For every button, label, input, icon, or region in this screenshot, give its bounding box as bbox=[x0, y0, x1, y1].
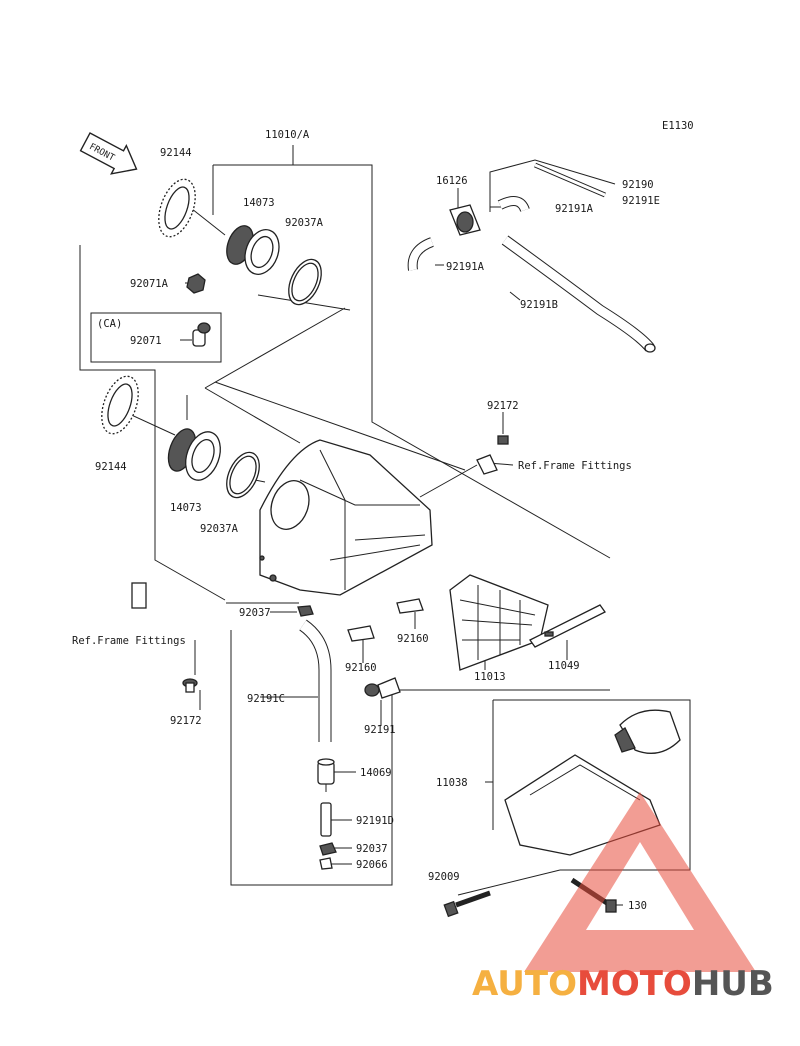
watermark-auto: AUTO bbox=[472, 964, 577, 1004]
ca-variant-box bbox=[90, 312, 222, 363]
label-11010A: 11010/A bbox=[265, 129, 310, 141]
label-92071A: 92071A bbox=[130, 278, 169, 290]
label-130: 130 bbox=[628, 900, 647, 912]
label-11013: 11013 bbox=[474, 671, 506, 683]
label-11038: 11038 bbox=[436, 777, 468, 789]
strip-11049 bbox=[529, 604, 606, 648]
pad-92160-a bbox=[347, 625, 375, 642]
label-92160-b: 92160 bbox=[397, 633, 429, 645]
element-11013 bbox=[449, 574, 549, 671]
watermark-hub: HUB bbox=[692, 964, 774, 1004]
label-92037: 92037 bbox=[239, 607, 271, 619]
label-92172-top: 92172 bbox=[487, 400, 519, 412]
label-92191C: 92191C bbox=[247, 693, 285, 705]
bolt-92009 bbox=[443, 890, 491, 918]
front-arrow-icon: FRONT bbox=[79, 132, 138, 175]
label-92191A-b: 92191A bbox=[446, 261, 485, 273]
clamp-92037A-mid bbox=[226, 451, 260, 499]
tube-92191C bbox=[299, 619, 332, 742]
label-92144-mid: 92144 bbox=[95, 461, 127, 473]
clamp-92037A-top bbox=[288, 258, 322, 306]
label-14073-top: 14073 bbox=[243, 197, 275, 209]
label-ref-frame-right: Ref.Frame Fittings bbox=[518, 460, 632, 472]
diagram-code: E1130 bbox=[662, 120, 694, 132]
spring-92144-mid bbox=[101, 375, 139, 435]
pad-92160-b bbox=[396, 598, 424, 614]
label-14069: 14069 bbox=[360, 767, 392, 779]
label-92172-bottom: 92172 bbox=[170, 715, 202, 727]
label-92066: 92066 bbox=[356, 859, 388, 871]
bolt-92172-bottom bbox=[182, 678, 198, 693]
leader-lines bbox=[79, 145, 691, 906]
label-16126: 16126 bbox=[436, 175, 468, 187]
label-ref-frame-left: Ref.Frame Fittings bbox=[72, 635, 186, 647]
watermark-logo: AUTOMOTOHUB bbox=[472, 792, 774, 1004]
label-92160-a: 92160 bbox=[345, 662, 377, 674]
label-92191B: 92191B bbox=[520, 299, 558, 311]
boot-14073-top bbox=[226, 225, 280, 275]
label-92144-top: 92144 bbox=[160, 147, 192, 159]
filter-14069 bbox=[317, 758, 335, 792]
label-92037A-mid: 92037A bbox=[200, 523, 239, 535]
label-ca: (CA) bbox=[97, 318, 122, 330]
label-92191E: 92191E bbox=[622, 195, 660, 207]
fitting-92071 bbox=[192, 322, 211, 347]
spring-92144-top bbox=[158, 178, 196, 238]
nut-92071A bbox=[186, 273, 206, 294]
clip-92037-b bbox=[319, 842, 337, 856]
label-92071: 92071 bbox=[130, 335, 162, 347]
boot-14073-mid bbox=[167, 428, 221, 481]
watermark-triangle-icon bbox=[524, 792, 756, 972]
clip-92037 bbox=[297, 605, 314, 617]
breather-hoses bbox=[407, 162, 656, 353]
clip-92066 bbox=[319, 857, 333, 870]
label-11049: 11049 bbox=[548, 660, 580, 672]
label-92190: 92190 bbox=[622, 179, 654, 191]
label-14073-mid: 14073 bbox=[170, 502, 202, 514]
label-92037-b: 92037 bbox=[356, 843, 388, 855]
label-92009: 92009 bbox=[428, 871, 460, 883]
frame-fitting-left bbox=[131, 582, 147, 609]
label-92191A-a: 92191A bbox=[555, 203, 594, 215]
bolt-92172-top bbox=[476, 435, 509, 475]
watermark-moto: MOTO bbox=[577, 964, 692, 1004]
label-92037A-top: 92037A bbox=[285, 217, 324, 229]
fitting-92191 bbox=[364, 677, 401, 699]
label-92191: 92191 bbox=[364, 724, 396, 736]
air-cleaner-housing bbox=[259, 439, 433, 596]
tube-92191D bbox=[320, 802, 332, 837]
watermark-text: AUTOMOTOHUB bbox=[472, 964, 774, 1004]
label-92191D: 92191D bbox=[356, 815, 394, 827]
